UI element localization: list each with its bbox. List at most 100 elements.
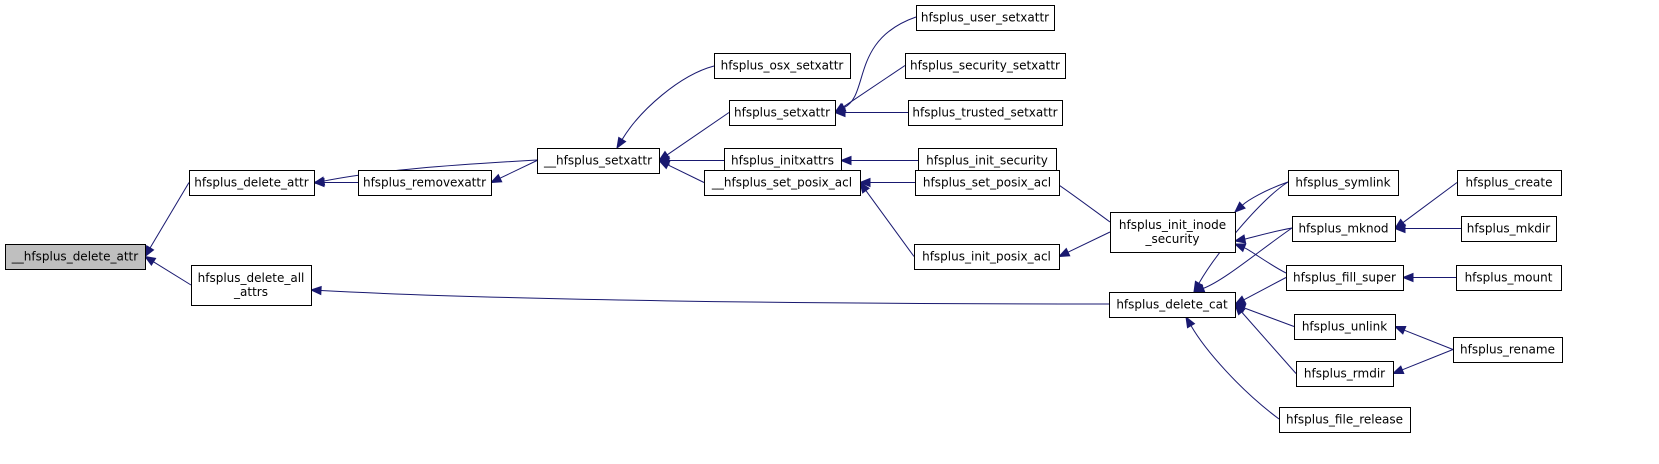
arrow-head-icon <box>1401 272 1414 283</box>
graph-node[interactable]: hfsplus_rename <box>1453 337 1563 363</box>
node-box <box>1286 265 1404 291</box>
edge-n16-n2 <box>309 285 1110 305</box>
arrow-head-icon <box>657 159 671 170</box>
node-box <box>358 170 492 196</box>
graph-node[interactable]: hfsplus_mount <box>1456 265 1562 291</box>
node-box <box>714 53 851 79</box>
arrow-head-icon <box>1233 234 1247 244</box>
graph-node[interactable]: hfsplus_delete_attr <box>189 170 315 196</box>
arrow-head-icon <box>1057 247 1071 258</box>
graph-node[interactable]: hfsplus_delete_all_attrs <box>191 265 312 306</box>
node-label: hfsplus_mount <box>1465 271 1553 285</box>
graph-node[interactable]: __hfsplus_setxattr <box>537 148 660 174</box>
edge-n19-n15 <box>1233 243 1287 274</box>
node-label: hfsplus_rmdir <box>1304 367 1385 381</box>
arrow-head-icon <box>143 255 157 267</box>
edges-layer <box>143 16 1461 420</box>
edge-n13-n8 <box>858 177 915 188</box>
node-box <box>1296 361 1394 387</box>
edge-n5-n4 <box>616 65 715 150</box>
node-box <box>908 100 1063 126</box>
graph-node[interactable]: hfsplus_mknod <box>1292 216 1396 242</box>
arrow-head-icon <box>309 285 322 296</box>
node-box <box>537 148 660 174</box>
edge-n17-n15 <box>1234 181 1289 213</box>
edge-n4-n3 <box>489 160 538 184</box>
graph-node[interactable]: hfsplus_set_posix_acl <box>915 170 1060 196</box>
edge-n19-n16 <box>1233 277 1287 306</box>
node-label: hfsplus_user_setxattr <box>921 11 1049 25</box>
node-label: hfsplus_removexattr <box>363 176 486 190</box>
arrow-head-icon <box>859 181 871 194</box>
node-label: hfsplus_security_setxattr <box>910 59 1060 73</box>
graph-node[interactable]: hfsplus_security_setxattr <box>905 53 1066 79</box>
graph-node[interactable]: hfsplus_osx_setxattr <box>714 53 851 79</box>
node-label: hfsplus_init_inode <box>1119 218 1226 232</box>
node-box <box>704 170 861 196</box>
node-box <box>729 100 836 126</box>
graph-node[interactable]: hfsplus_setxattr <box>729 100 836 126</box>
edge-n22-n16 <box>1185 315 1280 420</box>
graph-node[interactable]: hfsplus_user_setxattr <box>916 5 1055 31</box>
arrow-head-icon <box>1393 325 1407 335</box>
node-label: hfsplus_unlink <box>1302 320 1387 334</box>
arrow-head-icon <box>1393 223 1406 234</box>
edge-n26-n20 <box>1393 325 1454 350</box>
node-box <box>5 244 146 270</box>
arrow-head-icon <box>833 107 846 118</box>
node-box <box>905 53 1066 79</box>
edge-n14-n8 <box>859 181 915 257</box>
node-label: hfsplus_file_release <box>1286 413 1403 427</box>
node-box <box>1294 314 1396 340</box>
graph-node[interactable]: hfsplus_trusted_setxattr <box>908 100 1063 126</box>
graph-node[interactable]: hfsplus_create <box>1457 170 1562 196</box>
arrow-head-icon <box>312 176 326 186</box>
node-box <box>1292 216 1396 242</box>
graph-node[interactable]: hfsplus_fill_super <box>1286 265 1404 291</box>
node-box <box>1461 216 1557 242</box>
node-label: __hfsplus_set_posix_acl <box>711 176 852 190</box>
edge-n18-n15 <box>1233 227 1293 244</box>
graph-node[interactable]: hfsplus_removexattr <box>358 170 492 196</box>
node-label: hfsplus_create <box>1466 176 1553 190</box>
graph-node[interactable]: hfsplus_delete_cat <box>1109 292 1236 318</box>
node-box <box>1457 170 1562 196</box>
arrow-head-icon <box>489 173 503 184</box>
edge-n15-n14 <box>1057 231 1111 258</box>
graph-node[interactable]: hfsplus_initxattrs <box>724 148 842 174</box>
graph-node[interactable]: hfsplus_rmdir <box>1296 361 1394 387</box>
node-label: hfsplus_delete_cat <box>1116 298 1228 312</box>
node-label: hfsplus_trusted_setxattr <box>912 106 1057 120</box>
graph-node[interactable]: hfsplus_file_release <box>1279 407 1411 433</box>
node-box <box>915 170 1060 196</box>
nodes-layer: __hfsplus_delete_attr hfsplus_delete_attr… <box>5 5 1563 433</box>
node-box <box>191 265 312 306</box>
edge-n4-n1 <box>312 159 538 186</box>
node-box <box>916 5 1055 31</box>
node-box <box>1110 212 1236 253</box>
graph-node[interactable]: hfsplus_unlink <box>1294 314 1396 340</box>
arrow-head-icon <box>1234 201 1246 213</box>
edge-n6-n4 <box>657 112 730 162</box>
node-label: hfsplus_init_security <box>926 154 1048 168</box>
graph-node[interactable]: __hfsplus_delete_attr <box>5 244 146 270</box>
node-box <box>189 170 315 196</box>
graph-node[interactable]: hfsplus_init_inode_security <box>1110 212 1236 253</box>
node-box <box>1456 265 1562 291</box>
node-label: hfsplus_mknod <box>1298 222 1388 236</box>
node-label: hfsplus_set_posix_acl <box>923 176 1051 190</box>
node-label: _attrs <box>233 285 268 299</box>
node-label: hfsplus_osx_setxattr <box>721 59 844 73</box>
edge-n23-n18 <box>1393 182 1458 230</box>
graph-node[interactable]: hfsplus_init_security <box>918 148 1057 174</box>
node-box <box>1288 170 1399 196</box>
edge-n20-n16 <box>1233 303 1295 327</box>
node-label: hfsplus_setxattr <box>734 106 830 120</box>
graph-node[interactable]: hfsplus_init_posix_acl <box>914 244 1060 270</box>
edge-n1-n0 <box>144 182 190 258</box>
graph-node[interactable]: hfsplus_symlink <box>1288 170 1399 196</box>
graph-node[interactable]: __hfsplus_set_posix_acl <box>704 170 861 196</box>
graph-node[interactable]: hfsplus_mkdir <box>1461 216 1557 242</box>
node-label: hfsplus_delete_all <box>198 271 305 285</box>
